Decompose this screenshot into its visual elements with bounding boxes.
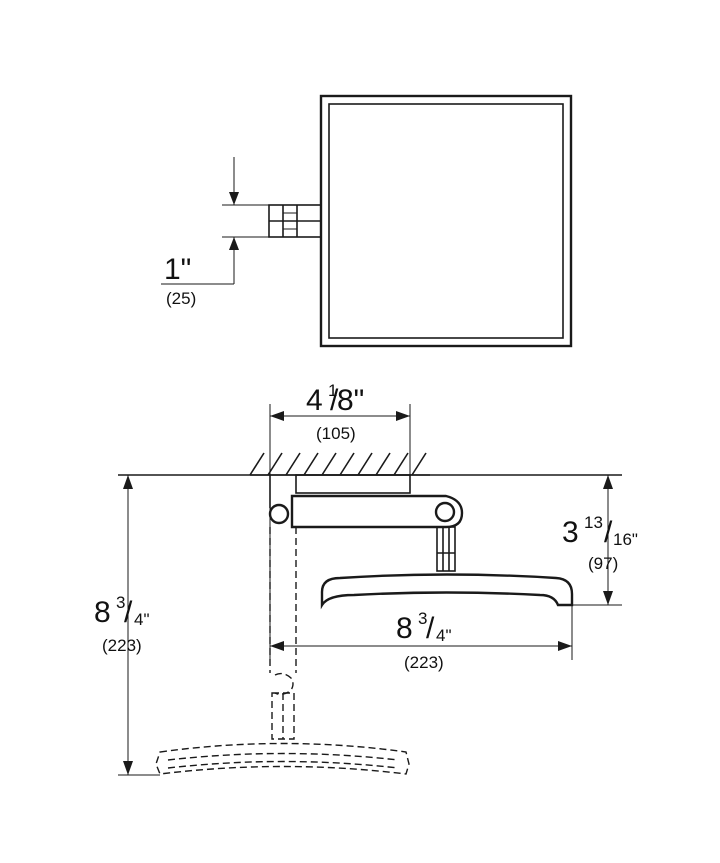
reach-den: 4"	[436, 626, 452, 645]
mirror-frame-outer	[319, 94, 573, 348]
offset-dimension: 1" (25)	[161, 157, 269, 308]
reach-slash: /	[426, 612, 435, 645]
wall-bracket	[268, 204, 322, 238]
width-slash: /	[330, 384, 339, 417]
width-num: 1	[328, 381, 337, 400]
width-whole: 4	[306, 384, 323, 417]
height-dimension: 8 3 / 4" (223)	[94, 475, 160, 776]
width-dimension: 4 1 8" / (105)	[269, 381, 411, 475]
wall	[118, 452, 622, 476]
projection-dimension: 3 13 / 16" (97)	[562, 475, 638, 606]
projection-whole: 3	[562, 516, 579, 549]
reach-dimension: 8 3 / 4" (223)	[269, 508, 573, 672]
reach-metric: (223)	[404, 653, 444, 672]
height-num: 3	[116, 593, 125, 612]
swing-ghost	[155, 527, 410, 775]
offset-metric: (25)	[166, 289, 196, 308]
mirror-pivot	[434, 501, 456, 523]
height-whole: 8	[94, 596, 111, 629]
height-slash: /	[124, 596, 133, 629]
projection-slash: /	[604, 516, 613, 549]
offset-imperial: 1"	[164, 253, 191, 286]
front-view: 1" (25)	[161, 94, 573, 348]
projection-num: 13	[584, 513, 603, 532]
swing-arm	[268, 475, 464, 529]
mirror-frame-inner	[328, 103, 564, 339]
wall-pivot	[268, 503, 290, 525]
mirror-profile	[320, 573, 574, 610]
width-metric: (105)	[316, 424, 356, 443]
mounting-plate	[295, 474, 411, 494]
side-view: 4 1 8" / (105)	[94, 381, 638, 776]
projection-metric: (97)	[588, 554, 618, 573]
mirror-stem	[436, 526, 456, 572]
height-metric: (223)	[102, 636, 142, 655]
reach-whole: 8	[396, 612, 413, 645]
height-den: 4"	[134, 610, 150, 629]
reach-num: 3	[418, 609, 427, 628]
width-den: 8"	[337, 384, 364, 417]
projection-den: 16"	[613, 530, 638, 549]
